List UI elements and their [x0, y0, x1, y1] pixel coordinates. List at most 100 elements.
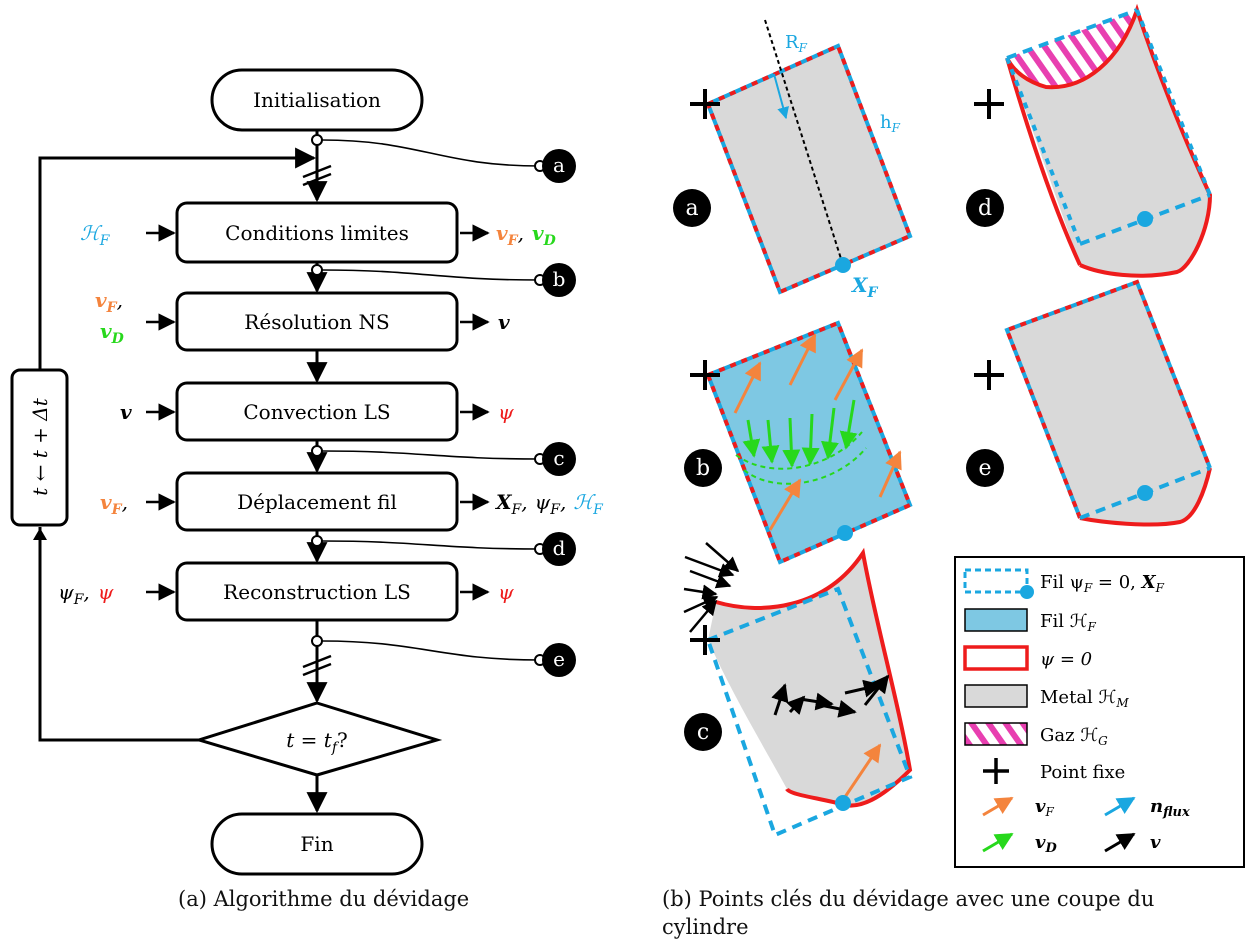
step-box-ns — [175, 291, 459, 352]
legend-arrow-nflux: nflux — [1104, 796, 1190, 820]
legend-frame — [954, 556, 1245, 868]
panel-a-xf-point — [835, 257, 851, 273]
svg-text:Point fixe: Point fixe — [1040, 762, 1125, 783]
svg-text:Metal ℋM: Metal ℋM — [1040, 687, 1129, 710]
step-label-rec: Reconstruction LS — [223, 580, 411, 604]
svg-text:ψ = 0: ψ = 0 — [1040, 649, 1092, 670]
step-box-dep — [175, 471, 459, 532]
figure-canvas: Initialisation Conditions limites Résolu… — [10, 3, 1245, 876]
svg-text:vD: vD — [1035, 832, 1057, 856]
start-label: Initialisation — [253, 88, 381, 112]
step-box-cl — [175, 201, 459, 264]
panel-a-axis — [764, 19, 844, 266]
marker-a-label: a — [553, 153, 565, 177]
marker-c-label: c — [553, 446, 564, 470]
rec-output: ψ — [498, 580, 514, 604]
panel-d-gas — [1007, 10, 1137, 88]
rec-input: ψF,ψ — [58, 580, 114, 608]
panel-d-xf-point — [1137, 211, 1153, 227]
panel-d-wire-right — [1135, 9, 1212, 196]
end-terminal — [210, 812, 424, 876]
dep-output: XF,ψF,ℋF — [494, 490, 604, 518]
break-mark-bottom — [302, 654, 332, 677]
panel-a-psi-dash — [705, 43, 913, 295]
step-label-conv: Convection LS — [243, 400, 390, 424]
panel-b-vf-arrows — [733, 333, 902, 531]
legend-arrow-v: v — [1104, 832, 1161, 853]
panel-a-metal — [708, 46, 910, 292]
panels: RF hF XF a — [673, 3, 1245, 868]
marker-e: e — [311, 635, 576, 677]
io-conditions: ℋF vF,vD — [80, 221, 557, 249]
panel-e-xf-point — [1137, 485, 1153, 501]
loop-arrowhead — [33, 528, 47, 540]
panel-c-vf-arrow — [843, 743, 882, 798]
panel-label-c: c — [697, 720, 709, 745]
conv-output: ψ — [498, 400, 514, 424]
step-box-rec — [175, 561, 459, 622]
legend-item-psi: ψ = 0 — [963, 645, 1092, 671]
panel-b-vd-arrows — [742, 399, 858, 468]
legend: Fil ψF = 0, XF Fil ℋF ψ = 0 Metal ℋM Gaz… — [954, 556, 1245, 868]
panel-c-flux-arrows — [683, 542, 740, 633]
io-deplacement: vF, XF,ψF,ℋF — [100, 490, 604, 518]
legend-item-metal: Metal ℋM — [964, 684, 1129, 710]
break-mark-top — [302, 164, 332, 187]
step-label-ns: Résolution NS — [244, 310, 389, 334]
fixed-point-icon — [983, 758, 1009, 784]
fixed-point-icon — [690, 360, 720, 390]
legend-item-fixed: Point fixe — [983, 758, 1125, 784]
panel-label-d: d — [978, 196, 992, 221]
legend-item-wire-line: Fil ψF = 0, XF — [963, 568, 1165, 599]
fixed-point-icon — [974, 89, 1004, 119]
decision-diamond — [193, 701, 443, 777]
marker-b: b — [311, 263, 576, 297]
panel-label-c-bg — [684, 713, 722, 751]
legend-item-gas: Gaz ℋG — [964, 722, 1108, 748]
panel-label-e: e — [978, 456, 991, 481]
fixed-point-icon — [690, 625, 720, 655]
panel-b-psi-dash — [705, 320, 913, 565]
marker-b-label: b — [553, 267, 566, 291]
marker-c: c — [311, 442, 576, 476]
panel-c-xf-point — [835, 795, 851, 811]
panel-label-a-bg — [673, 189, 711, 227]
panel-a-radius-arrow — [773, 73, 789, 120]
panel-a-hf: hF — [880, 112, 901, 135]
panel-c: c — [683, 542, 913, 838]
svg-text:v: v — [1150, 832, 1161, 853]
panel-e-psi-outline — [1079, 467, 1212, 527]
svg-text:nflux: nflux — [1150, 796, 1190, 820]
marker-d: d — [311, 532, 576, 566]
loop-back-line — [38, 527, 199, 742]
flowchart: Initialisation Conditions limites Résolu… — [10, 68, 604, 876]
caption-a: (a) Algorithme du dévidage — [178, 887, 470, 911]
panel-b-wire-fill — [708, 323, 910, 562]
fixed-point-icon — [690, 89, 720, 119]
panel-label-a: a — [685, 196, 698, 221]
marker-d-label: d — [553, 536, 566, 560]
panel-a-rf: RF — [785, 32, 808, 55]
panel-c-metal — [708, 553, 910, 806]
svg-text:Gaz ℋG: Gaz ℋG — [1040, 725, 1108, 748]
panel-b-green-arc-2 — [743, 447, 867, 485]
loop-label-box — [10, 368, 69, 527]
marker-e-label: e — [553, 647, 565, 671]
step-label-dep: Déplacement fil — [237, 490, 397, 514]
dep-input: vF, — [100, 490, 128, 518]
step-box-conv — [175, 381, 459, 442]
svg-text:Fil ℋF: Fil ℋF — [1040, 611, 1097, 634]
loop-return-arrow — [38, 147, 317, 370]
panel-e: e — [966, 279, 1212, 527]
conv-input: v — [120, 400, 132, 424]
panel-e-psi-dash — [1004, 279, 1212, 519]
panel-label-d-bg — [966, 189, 1004, 227]
cl-output: vF,vD — [496, 221, 557, 249]
decision-label: t = tf? — [286, 728, 347, 756]
io-reconstruction: ψF,ψ ψ — [58, 580, 514, 608]
panel-c-v-arrows — [771, 674, 890, 718]
panel-label-b: b — [696, 456, 710, 481]
io-ns: vF, vD v — [95, 288, 510, 347]
panel-c-wire-outline — [705, 586, 913, 838]
step-label-cl: Conditions limites — [225, 221, 409, 245]
